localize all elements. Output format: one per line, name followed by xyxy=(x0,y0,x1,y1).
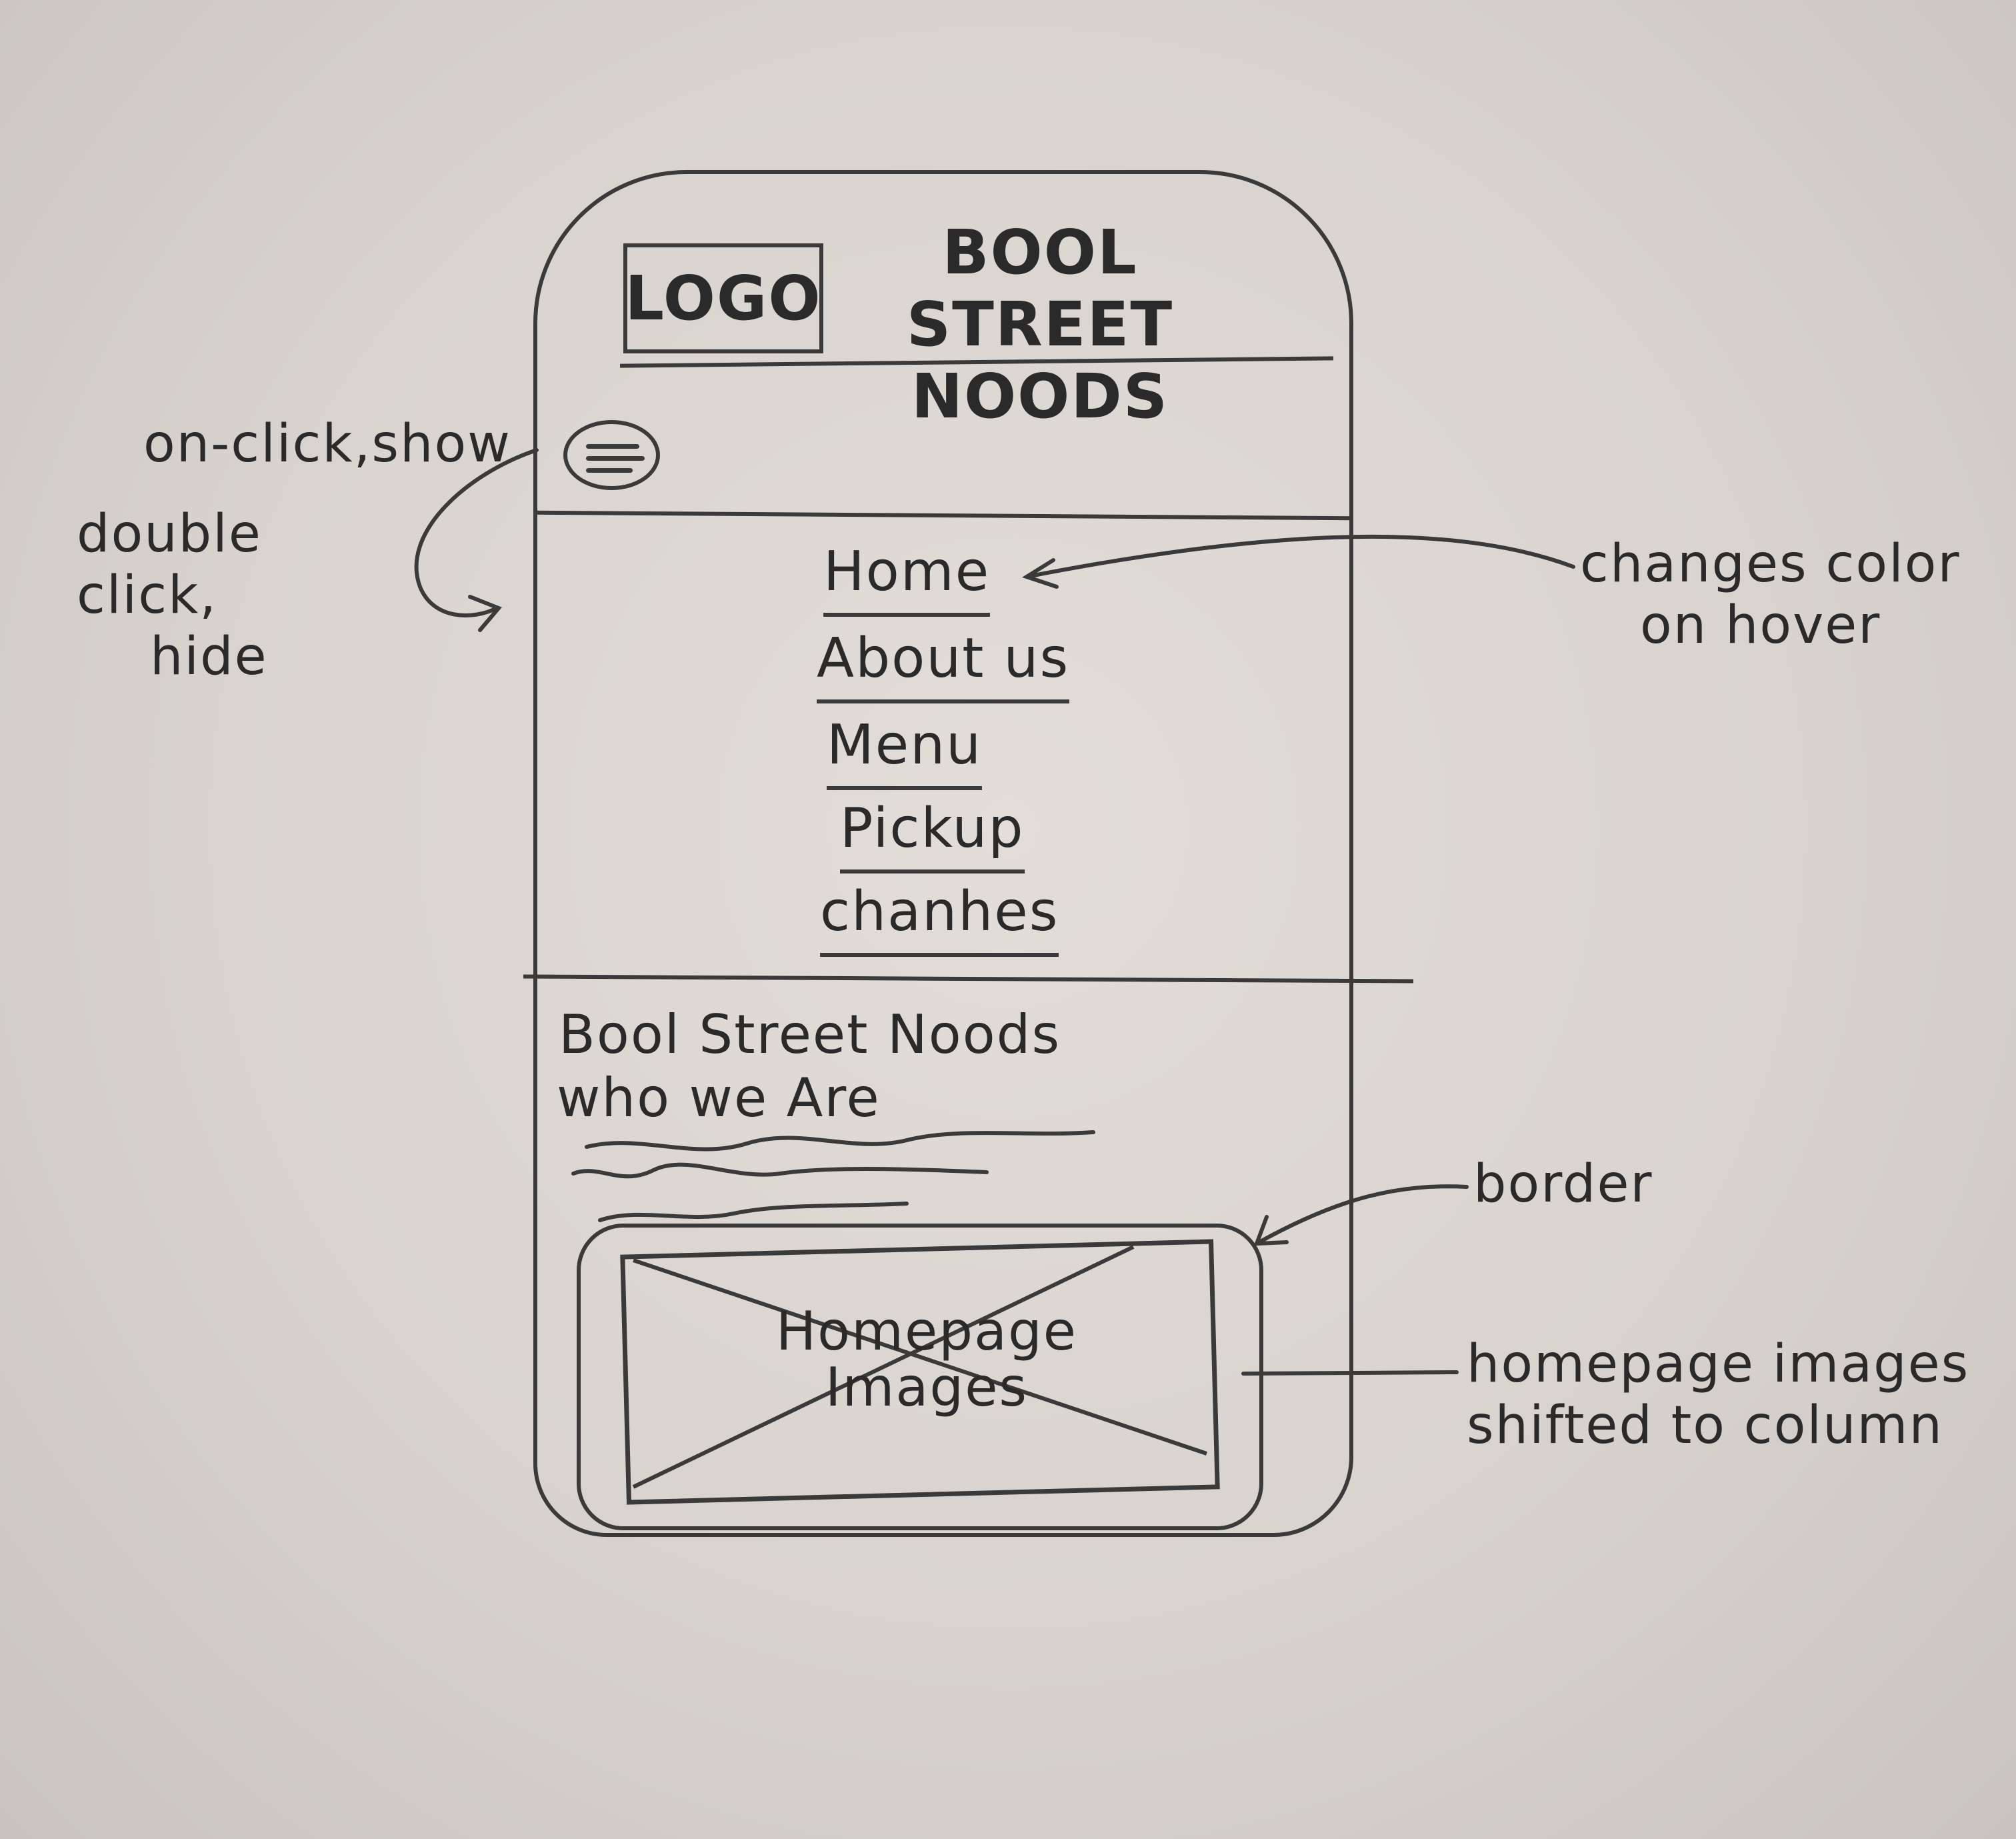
hamburger-note-line2: double xyxy=(77,504,262,564)
site-title-line2: NOODS xyxy=(911,361,1169,432)
hamburger-note-line4: hide xyxy=(150,627,268,687)
nav-link-menu[interactable]: Menu xyxy=(827,713,983,790)
nav-link-about-us[interactable]: About us xyxy=(817,627,1070,703)
border-annotation: border xyxy=(1473,1154,1653,1215)
border-note: border xyxy=(1473,1154,1653,1214)
hover-note-line1: changes color xyxy=(1580,534,1961,594)
images-note-line1: homepage images xyxy=(1467,1334,1970,1394)
images-connector xyxy=(1241,1370,1459,1376)
content-subheading: who we Are xyxy=(557,1067,881,1129)
content-heading: Bool Street Noods xyxy=(559,1004,1061,1066)
image-label-line2: Images xyxy=(825,1356,1029,1418)
site-title: BOOL STREET NOODS xyxy=(853,217,1227,433)
images-annotation: homepage images shifted to column xyxy=(1467,1334,1969,1456)
logo[interactable]: LOGO xyxy=(623,243,823,353)
nav-link-pickup[interactable]: Pickup xyxy=(840,797,1025,873)
hamburger-annotation: on-click,show xyxy=(143,413,511,475)
image-label-line1: Homepage xyxy=(775,1300,1078,1362)
hamburger-menu-icon[interactable] xyxy=(563,420,660,490)
hover-annotation: changes color on hover xyxy=(1580,533,1961,656)
hamburger-note-line1: on-click,show xyxy=(143,414,511,474)
phone-frame xyxy=(533,170,1353,1537)
hover-note-line2: on hover xyxy=(1640,595,1881,655)
image-placeholder-cross xyxy=(632,1245,1207,1489)
site-title-line1: BOOL STREET xyxy=(906,217,1174,360)
hamburger-arrow xyxy=(414,448,539,632)
hover-arrow xyxy=(1022,534,1575,589)
nav-link-chanhes[interactable]: chanhes xyxy=(820,880,1059,957)
logo-label: LOGO xyxy=(625,263,822,334)
homepage-images-border xyxy=(577,1224,1263,1530)
nav-link-home[interactable]: Home xyxy=(823,540,991,617)
images-note-line2: shifted to column xyxy=(1467,1396,1943,1456)
hamburger-note-line3: click, xyxy=(77,565,218,625)
image-placeholder-label: Homepage Images xyxy=(740,1304,1113,1416)
border-arrow xyxy=(1253,1184,1469,1246)
placeholder-text-lines xyxy=(571,1130,1095,1222)
hamburger-annotation-continued: double click, hide xyxy=(77,503,268,687)
